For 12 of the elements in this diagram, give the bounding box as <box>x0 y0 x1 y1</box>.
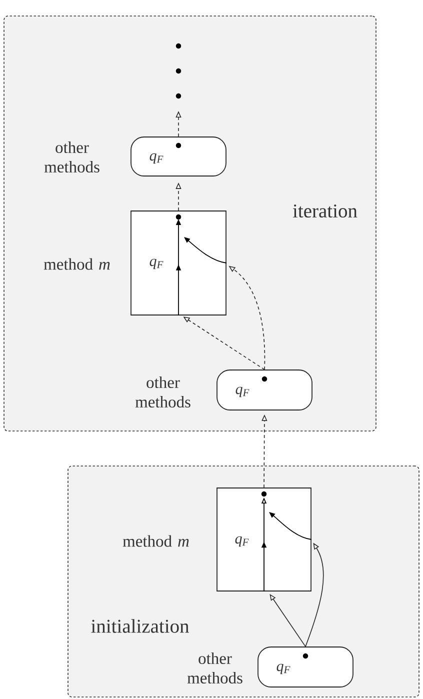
rounded-box: q$_{F}$ <box>258 646 354 688</box>
region-label: iteration <box>292 204 358 218</box>
side-label: method m <box>44 258 110 270</box>
rounded-box: q$_{F}$ <box>216 370 312 410</box>
region-label: initialization <box>91 619 190 633</box>
rounded-box: q$_{F}$ <box>130 136 226 176</box>
side-label: other methods <box>135 376 190 408</box>
side-label: other methods <box>44 141 100 173</box>
side-label: method m <box>122 535 189 547</box>
method-box: q$_{F}$ <box>130 210 226 316</box>
method-box: q$_{F}$ <box>216 488 312 592</box>
side-label: other methods <box>187 652 242 684</box>
